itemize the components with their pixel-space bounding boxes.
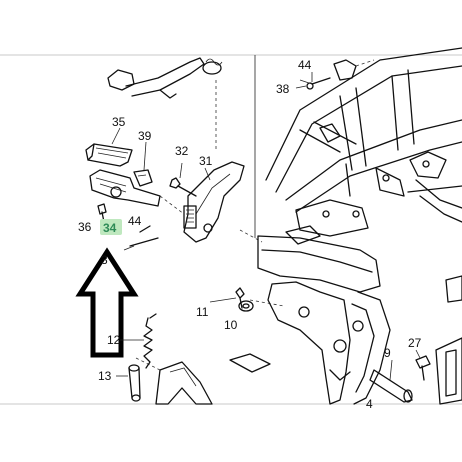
bolt-part-32: [169, 162, 197, 197]
callout-13: 13: [98, 369, 112, 383]
callout-27: 27: [408, 336, 422, 350]
callout-36: 36: [78, 220, 92, 234]
callout-3: 3: [101, 253, 108, 267]
footrest-bracket: [89, 169, 161, 207]
callout-31: 31: [199, 154, 213, 168]
callout-39: 39: [138, 129, 152, 143]
pin-part-44-upper: [299, 59, 357, 90]
collar-part-13: [128, 364, 141, 402]
up-arrow-indicator: [75, 247, 139, 358]
callout-44-lower: 44: [128, 214, 142, 228]
pivot-shaft-part-9: [369, 369, 413, 403]
callout-32: 32: [175, 144, 189, 158]
spring-part-12: [143, 313, 157, 369]
part-34-highlight: [100, 219, 122, 235]
callout-4: 4: [366, 397, 373, 411]
bolt-part-27: [415, 355, 431, 381]
washer-part-10: [238, 300, 254, 312]
side-bracket: [435, 275, 462, 405]
motorcycle-frame: [265, 47, 462, 245]
side-stand-bracket: [155, 353, 271, 405]
callout-11: 11: [196, 305, 209, 319]
pin-part-44-lower: [123, 225, 159, 251]
callout-34-highlighted: 34: [103, 221, 117, 235]
callout-35: 35: [112, 115, 126, 129]
callout-44-upper: 44: [298, 58, 312, 72]
engine-mount-bracket: [257, 235, 391, 405]
brake-pedal-lever: [107, 57, 223, 99]
callout-38: 38: [276, 82, 290, 96]
callout-10: 10: [224, 318, 238, 332]
footrest-plate-part-31: [183, 161, 245, 243]
callout-leaders: [111, 72, 421, 381]
callout-9: 9: [384, 346, 391, 360]
footrest-rubber-part-35: [85, 143, 133, 167]
clip-part-39: [133, 169, 153, 187]
callout-12: 12: [107, 333, 121, 347]
